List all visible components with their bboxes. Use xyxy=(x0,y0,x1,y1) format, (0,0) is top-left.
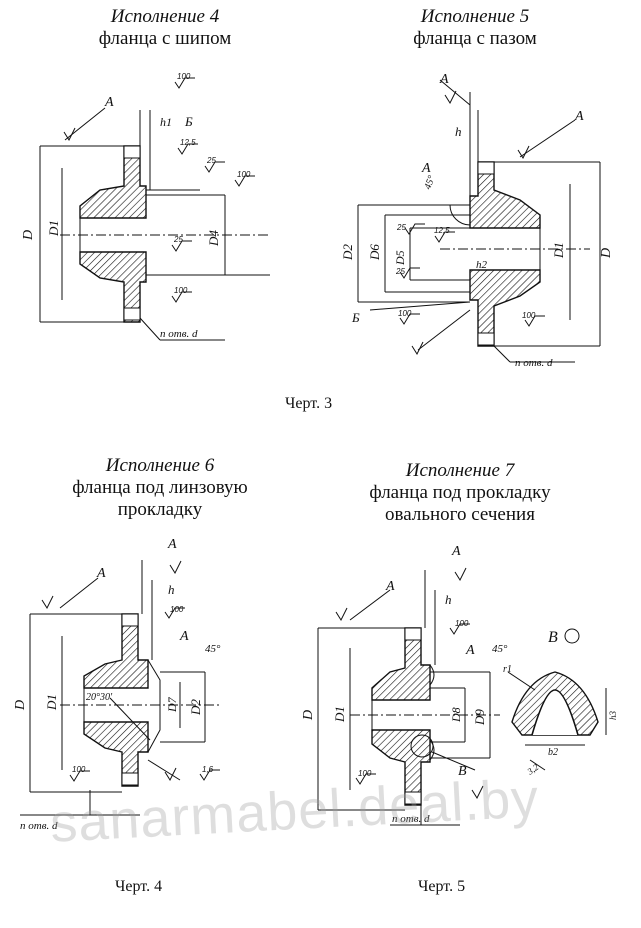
fig4-roughness-25a: 25 xyxy=(206,156,216,165)
variant7-caption: Исполнение 7 фланца под прокладку овальн… xyxy=(330,460,590,526)
fig6-holes-label: n отв. d xyxy=(20,820,58,832)
variant7-subtitle-line2: овального сечения xyxy=(385,504,535,525)
flange-lens-drawing xyxy=(20,560,220,816)
fig5-datum-label-2: А xyxy=(574,109,584,124)
fig4-D1-label: D1 xyxy=(46,220,61,237)
fig7-roughness-100b: 100 xyxy=(358,769,372,778)
fig6-taper-label: 20°30' xyxy=(86,692,113,703)
flange-tongue-drawing xyxy=(39,77,270,341)
fig7-D1-label: D1 xyxy=(332,706,347,723)
fig4-roughness-125: 12,5 xyxy=(180,138,196,147)
fig4-D4-label: D4 xyxy=(206,230,221,247)
flange6-labels: А А А h 45° 20°30' D D1 D2 D7 n отв. d 1… xyxy=(13,537,221,832)
variant5-title: Исполнение 5 xyxy=(420,6,530,27)
fig6-h-label: h xyxy=(168,582,175,597)
flange5-labels: А А А h h2 45° Б D D1 D2 D6 D5 n отв. d … xyxy=(340,72,614,369)
fig7-b2-label: b2 xyxy=(548,747,558,758)
variant5-caption: Исполнение 5 фланца с пазом xyxy=(360,6,590,50)
fig7-h-label: h xyxy=(445,592,452,607)
fig4-roughness-100c: 100 xyxy=(174,286,188,295)
fig5-roughness-25b: 25 xyxy=(395,267,405,276)
fig5-D5-label: D5 xyxy=(393,250,407,266)
fig6-D1-label: D1 xyxy=(44,694,59,711)
fig4-roughness-100a: 100 xyxy=(177,72,191,81)
flange5-section-bottom xyxy=(469,269,541,347)
fig7-D8-label: D8 xyxy=(449,707,463,723)
variant6-subtitle-line1: фланца под линзовую xyxy=(72,477,248,498)
fig5-roughness-25a: 25 xyxy=(396,223,406,232)
fig6-roughness-16: 1,6 xyxy=(202,765,214,774)
variant6-caption: Исполнение 6 фланца под линзовую проклад… xyxy=(30,455,290,521)
fig5-holes-label: n отв. d xyxy=(515,357,553,369)
flange7-section-top xyxy=(371,627,431,701)
fig5-D-label: D xyxy=(599,248,614,259)
fig7-D-label: D xyxy=(301,710,316,721)
flange4-labels: А Б h1 D D1 D4 n отв. d 100 12,5 25 100 … xyxy=(21,72,251,340)
variant7-subtitle-line1: фланца под прокладку xyxy=(369,482,551,503)
fig5-mark-b: Б xyxy=(351,310,360,325)
variant5-subtitle: фланца с пазом xyxy=(413,28,537,49)
fig5-datum-label-3: А xyxy=(421,161,431,176)
view-b-circle-icon xyxy=(564,628,580,644)
fig7-datum-label: А xyxy=(385,579,395,594)
flange4-section-top xyxy=(79,145,147,219)
fig5-D1-label: D1 xyxy=(551,242,566,259)
fig4-holes-label: n отв. d xyxy=(160,328,198,340)
drawing-label-chert3: Черт. 3 xyxy=(285,395,333,412)
fig5-h-label: h xyxy=(455,124,462,139)
flange5-section-top xyxy=(469,161,541,229)
variant4-subtitle: фланца с шипом xyxy=(98,28,232,49)
variant6-title: Исполнение 6 xyxy=(105,455,215,476)
variant4-title: Исполнение 4 xyxy=(110,6,220,27)
flange6-section-bottom xyxy=(83,721,149,787)
fig5-angle-label: 45° xyxy=(422,174,437,191)
fig7-holes-label: n отв. d xyxy=(392,813,430,825)
fig6-D-label: D xyxy=(13,700,28,711)
fig4-datum-label: А xyxy=(104,95,114,110)
variant6-subtitle-line2: прокладку xyxy=(117,499,203,520)
drawing-label-chert4: Черт. 4 xyxy=(115,878,163,895)
fig7-angle-label: 45° xyxy=(492,643,508,655)
fig7-view-label-2: В xyxy=(458,764,467,779)
flange7-labels: А А А h 45° В В r1 b2 h3 3,2 D D1 D9 D8 … xyxy=(301,544,618,825)
fig5-roughness-125: 12,5 xyxy=(434,226,450,235)
variant7-title: Исполнение 7 xyxy=(405,460,515,481)
fig4-h1-label: h1 xyxy=(160,115,172,129)
fig7-roughness-100a: 100 xyxy=(455,619,469,628)
fig7-datum-label-3: А xyxy=(465,643,475,658)
fig6-datum-label-2: А xyxy=(167,537,177,552)
flange-groove-drawing xyxy=(357,79,601,363)
flange4-bolt-hole-bottom xyxy=(123,307,141,321)
fig6-roughness-100a: 100 xyxy=(170,605,184,614)
fig5-D6-label: D6 xyxy=(367,244,382,261)
fig7-h3-label: h3 xyxy=(608,711,618,721)
drawing-label-chert5: Черт. 5 xyxy=(418,878,466,895)
fig5-roughness-100b: 100 xyxy=(522,311,536,320)
fig6-roughness-100b: 100 xyxy=(72,765,86,774)
fig4-roughness-100b: 100 xyxy=(237,170,251,179)
fig5-datum-label: А xyxy=(439,72,449,87)
fig7-r1-label: r1 xyxy=(503,664,512,675)
fig6-datum-label-3: А xyxy=(179,629,189,644)
fig5-roughness-100a: 100 xyxy=(398,309,412,318)
fig6-angle-label: 45° xyxy=(205,643,221,655)
fig6-datum-label: А xyxy=(96,566,106,581)
fig4-roughness-25b: 25 xyxy=(173,235,183,244)
fig4-D-label: D xyxy=(21,230,36,241)
variant4-caption: Исполнение 4 фланца с шипом xyxy=(50,6,280,50)
fig5-h2-label: h2 xyxy=(476,259,488,271)
flange6-section-top xyxy=(83,613,149,689)
fig6-D2-label: D2 xyxy=(188,699,203,716)
fig7-view-label: В xyxy=(548,629,558,646)
flange7-section-bottom xyxy=(371,729,431,806)
flange4-bolt-hole-top xyxy=(123,145,141,159)
fig5-D2-label: D2 xyxy=(340,244,355,261)
fig7-D9-label: D9 xyxy=(472,709,487,726)
fig7-datum-label-2: А xyxy=(451,544,461,559)
fig6-D7-label: D7 xyxy=(165,696,179,713)
flange-oval-drawing xyxy=(317,567,607,826)
fig4-mark-b: Б xyxy=(184,114,193,129)
flange4-section-bottom xyxy=(79,251,147,323)
